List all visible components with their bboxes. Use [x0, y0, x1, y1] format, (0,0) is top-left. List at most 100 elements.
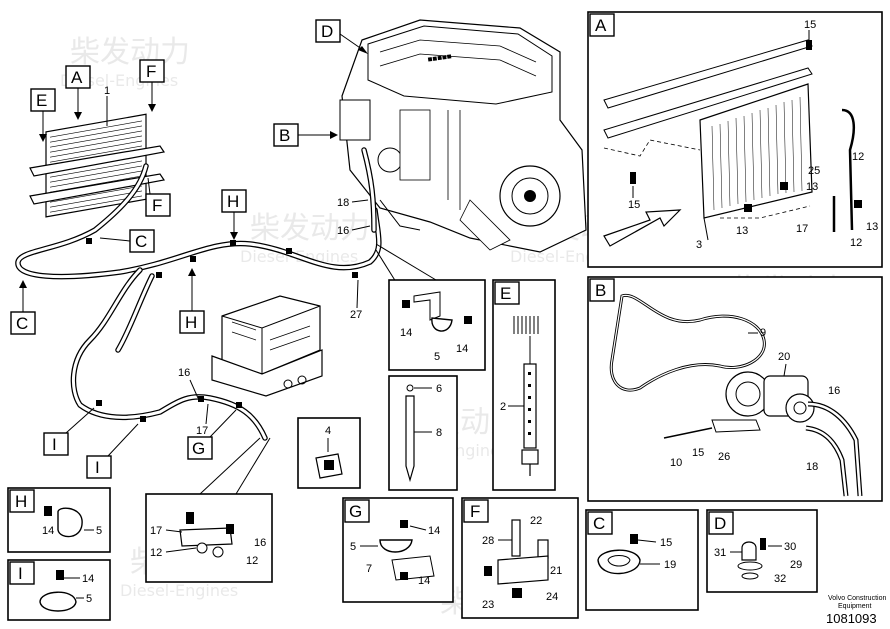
watermark-cn-1: 柴发动力 — [70, 35, 190, 70]
tag-g-main-label: G — [192, 439, 205, 458]
detail-pin-8: 8 — [436, 427, 442, 439]
g-clamps-12-right: 12 — [246, 555, 258, 567]
detail-a-13-far: 13 — [866, 221, 878, 233]
callout-16-engine: 16 — [337, 225, 349, 237]
tag-b-engine: B — [273, 123, 338, 147]
detail-f: F 28 22 21 23 24 — [461, 497, 579, 619]
detail-4-label: 4 — [325, 425, 331, 437]
detail-pin-6: 6 — [436, 383, 442, 395]
callout-16-hose: 16 — [178, 367, 190, 379]
detail-clamp-engine: 14 5 14 — [388, 279, 486, 371]
detail-a-17: 17 — [796, 223, 808, 235]
tag-c-lower: C — [10, 280, 36, 335]
detail-a-tag: A — [595, 16, 607, 35]
detail-d-31: 31 — [714, 547, 726, 559]
tag-i-right-label: I — [95, 458, 100, 477]
engine: ■■■■■ — [339, 19, 587, 253]
callout-18-engine: 18 — [337, 197, 349, 209]
g-clamps-12-left: 12 — [150, 547, 162, 559]
detail-d-30: 30 — [784, 541, 796, 553]
footer: Volvo Construction Equipment 1081093 — [826, 595, 886, 626]
watermark-en-6: Diesel-Engines — [120, 581, 238, 600]
detail-a: A 15 15 25 13 12 13 3 17 12 13 — [587, 11, 883, 268]
tag-h-upper: H — [221, 189, 247, 240]
detail-d: D 31 30 29 32 — [706, 509, 818, 593]
detail-a-12-top: 12 — [852, 151, 864, 163]
svg-text:■■■■■: ■■■■■ — [427, 52, 452, 64]
detail-c: C 15 19 — [585, 509, 699, 611]
g-clamps-17: 17 — [150, 525, 162, 537]
detail-i-tag: I — [18, 564, 23, 583]
detail-e: E 2 — [492, 279, 556, 491]
detail-c-tag: C — [593, 514, 605, 533]
detail-g-14-top: 14 — [428, 525, 440, 537]
callout-17-hose: 17 — [196, 425, 208, 437]
detail-b-15: 15 — [692, 447, 704, 459]
clamp-engine-5: 5 — [434, 351, 440, 363]
footer-brand-line1: Volvo Construction — [828, 595, 886, 602]
detail-c-15: 15 — [660, 537, 672, 549]
tag-d-engine: D — [315, 19, 368, 54]
detail-d-29: 29 — [790, 559, 802, 571]
detail-b-9: 9 — [760, 327, 766, 339]
detail-g: G 14 5 7 14 — [342, 497, 454, 603]
detail-a-13-right: 13 — [806, 181, 818, 193]
detail-b-26: 26 — [718, 451, 730, 463]
tag-c-lower-label: C — [16, 314, 28, 333]
detail-a-15-top: 15 — [804, 19, 816, 31]
detail-b-10: 10 — [670, 457, 682, 469]
detail-b: B 9 20 16 15 26 10 18 — [587, 276, 883, 502]
tag-i-right: I — [86, 423, 139, 479]
detail-i-5: 5 — [86, 593, 92, 605]
main-condenser: 1 — [29, 85, 166, 218]
detail-b-18: 18 — [806, 461, 818, 473]
tag-h-upper-label: H — [227, 192, 239, 211]
clamp-engine-14-left: 14 — [400, 327, 412, 339]
detail-a-12-bottom: 12 — [850, 237, 862, 249]
detail-d-tag: D — [714, 514, 726, 533]
tag-i-left-label: I — [52, 435, 57, 454]
detail-d-32: 32 — [774, 573, 786, 585]
detail-g-clamps: 17 12 16 12 — [145, 493, 273, 583]
detail-i: I 14 5 — [7, 559, 111, 621]
detail-i-14: 14 — [82, 573, 94, 585]
drawing-number: 1081093 — [826, 611, 877, 626]
tag-i-left: I — [43, 407, 95, 456]
tag-f-lower: F — [145, 177, 171, 217]
detail-f-22: 22 — [530, 515, 542, 527]
tag-f-top-label: F — [146, 62, 156, 81]
detail-4: 4 — [297, 417, 361, 489]
detail-h-14: 14 — [42, 525, 54, 537]
detail-f-23: 23 — [482, 599, 494, 611]
detail-f-24: 24 — [546, 591, 558, 603]
footer-brand-line2: Equipment — [838, 603, 872, 610]
tag-c-upper: C — [99, 229, 155, 253]
g-clamps-16: 16 — [254, 537, 266, 549]
detail-e-tag: E — [500, 284, 511, 303]
tag-a-left: A — [65, 65, 91, 120]
detail-b-16: 16 — [828, 385, 840, 397]
detail-h-5: 5 — [96, 525, 102, 537]
detail-g-tag: G — [349, 502, 362, 521]
detail-a-3: 3 — [696, 239, 702, 251]
detail-e-2: 2 — [500, 401, 506, 413]
detail-h: H 14 5 — [7, 487, 111, 553]
tag-b-engine-label: B — [279, 126, 290, 145]
detail-h-tag: H — [15, 492, 27, 511]
refrigerant-hoses — [15, 163, 382, 441]
tag-e-left: E — [30, 88, 56, 142]
detail-f-28: 28 — [482, 535, 494, 547]
tag-f-lower-label: F — [152, 196, 162, 215]
callout-27: 27 — [350, 309, 362, 321]
detail-g-7: 7 — [366, 563, 372, 575]
callout-1: 1 — [104, 85, 110, 97]
tag-d-engine-label: D — [321, 22, 333, 41]
detail-b-tag: B — [595, 281, 606, 300]
tag-g-main: G — [187, 409, 237, 460]
tag-h-middle: H — [179, 268, 205, 334]
detail-f-tag: F — [470, 502, 480, 521]
hvac-unit — [211, 295, 323, 397]
clamp-engine-14-right: 14 — [456, 343, 468, 355]
detail-a-13-bottom: 13 — [736, 225, 748, 237]
